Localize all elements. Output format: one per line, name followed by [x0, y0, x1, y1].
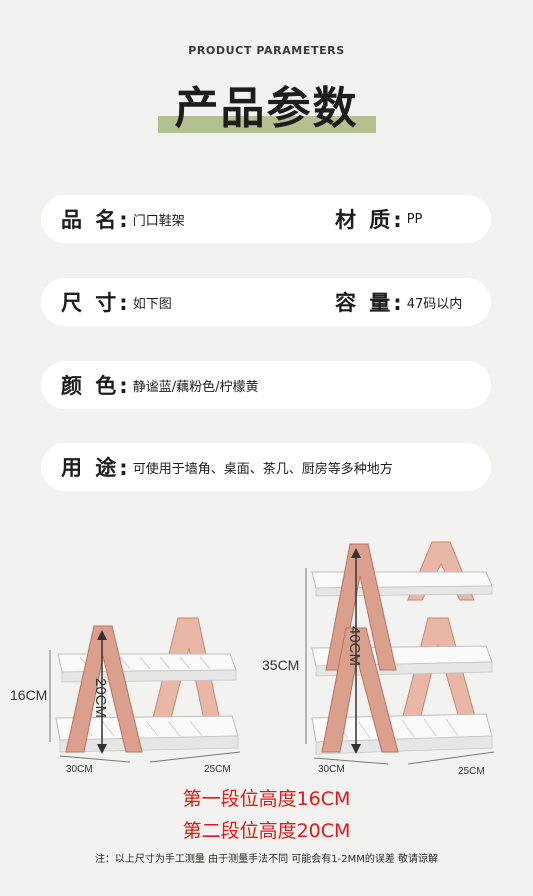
large-rack-width-label: 25CM [458, 766, 485, 777]
measurement-note: 注：以上尺寸为手工测量 由于测量手法不同 可能会有1-2MM的误差 敬请谅解 [94, 854, 439, 865]
large-rack-depth-line [313, 757, 389, 765]
small-rack-inner-height-label: 20CM [92, 678, 109, 718]
param-capacity-label: 容 量: [335, 291, 405, 315]
title-block: 产品参数 [0, 70, 533, 140]
param-color-value: 静谧蓝/藕粉色/柠檬黄 [132, 379, 259, 395]
large-rack-top-shelf-edge [315, 585, 493, 597]
param-row-size-capacity: 尺 寸: 如下图 容 量: 47码以内 [41, 278, 491, 326]
param-size-label: 尺 寸: [61, 291, 131, 315]
small-rack-depth-label: 30CM [66, 764, 93, 775]
page-title: 产品参数 [174, 83, 359, 134]
param-color-label: 颜 色: [61, 374, 131, 398]
large-rack-arrow-head-bottom [351, 744, 361, 754]
large-rack-inner-height-label: 40CM [346, 626, 363, 666]
param-usage-label: 用 途: [61, 456, 131, 480]
param-row-color: 颜 色: 静谧蓝/藕粉色/柠檬黄 [41, 361, 491, 409]
rack-illustration: 20CM 16CM 30CM 25CM 40CM 35CM 30CM 25CM [10, 541, 495, 777]
small-rack-width-label: 25CM [204, 764, 231, 775]
large-rack-top-shelf [311, 571, 493, 589]
param-size: 尺 寸: 如下图 [61, 278, 172, 326]
param-capacity: 容 量: 47码以内 [335, 278, 462, 326]
large-rack-front-frame-bottom [321, 627, 399, 753]
small-rack [49, 617, 241, 763]
small-rack-arrow-head-top [97, 630, 107, 640]
param-size-value: 如下图 [132, 296, 172, 312]
param-usage-value: 可使用于墙角、桌面、茶几、厨房等多种地方 [132, 461, 393, 477]
product-figure: 20CM 16CM 30CM 25CM 40CM 35CM 30CM 25CM [0, 530, 533, 790]
title-accent-bar [158, 116, 376, 133]
param-row-usage: 用 途: 可使用于墙角、桌面、茶几、厨房等多种地方 [41, 443, 491, 491]
small-rack-front-frame [65, 625, 143, 753]
large-rack-arrow-head-top [351, 548, 361, 558]
param-name: 品 名: 门口鞋架 [61, 195, 185, 243]
param-row-name-material: 品 名: 门口鞋架 材 质: PP [41, 195, 491, 243]
tier2-height-text: 第二段位高度20CM [182, 820, 351, 842]
large-rack-bottom-shelf-edge [315, 735, 493, 755]
small-rack-depth-line [59, 755, 131, 763]
param-color: 颜 色: 静谧蓝/藕粉色/柠檬黄 [61, 361, 258, 409]
param-capacity-value: 47码以内 [406, 296, 463, 312]
tier1-height-text: 第一段位高度16CM [182, 788, 351, 810]
large-rack-depth-label: 30CM [318, 764, 345, 775]
small-rack-arrow-head-bottom [97, 744, 107, 754]
param-name-label: 品 名: [61, 208, 131, 232]
large-rack-width-line [407, 751, 495, 765]
param-material-label: 材 质: [335, 208, 405, 232]
large-rack-height-label: 35CM [262, 657, 299, 673]
param-name-value: 门口鞋架 [132, 213, 185, 229]
small-rack-height-label: 16CM [10, 687, 47, 703]
param-material-value: PP [406, 211, 423, 227]
small-rack-top-shelf-edge [61, 669, 237, 683]
eyebrow-text: PRODUCT PARAMETERS [188, 44, 345, 57]
param-usage: 用 途: 可使用于墙角、桌面、茶几、厨房等多种地方 [61, 443, 393, 491]
small-rack-width-line [149, 751, 241, 763]
param-material: 材 质: PP [335, 195, 422, 243]
large-rack [305, 541, 495, 765]
